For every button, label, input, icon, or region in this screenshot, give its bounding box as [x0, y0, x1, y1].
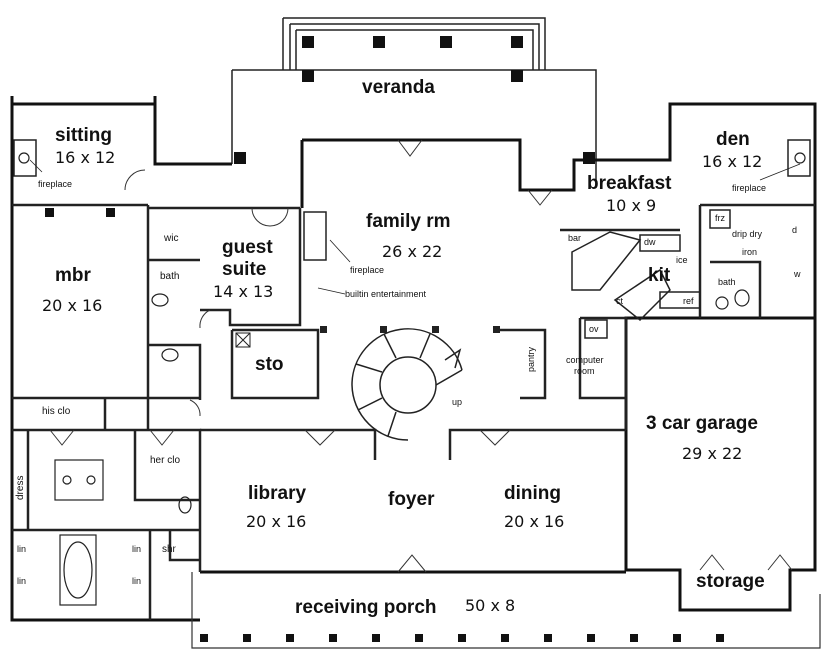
guest-bath-label: bath [160, 271, 180, 282]
library-label: library [248, 483, 307, 504]
sitting-size: 16 x 12 [55, 148, 116, 167]
den-size: 16 x 12 [702, 152, 763, 171]
foyer-label: foyer [388, 489, 435, 510]
dining-label: dining [504, 483, 561, 504]
guest-suite-label-2: suite [222, 259, 267, 280]
iron-label: iron [742, 247, 758, 257]
guest-suite-size: 14 x 13 [213, 282, 274, 301]
veranda-columns [234, 36, 595, 164]
d-label: d [792, 225, 798, 235]
pantry-label: pantry [526, 346, 536, 372]
library-size: 20 x 16 [246, 512, 307, 531]
lin-label-3: lin [132, 544, 142, 554]
lin-label-2: lin [17, 576, 27, 586]
ov-label: ov [589, 324, 599, 334]
ice-label: ice [676, 255, 688, 265]
porch-label: receiving porch [295, 597, 437, 618]
breakfast-label: breakfast [587, 173, 672, 194]
computer-room-label-1: computer [566, 355, 604, 365]
his-clo-label: his clo [42, 406, 71, 417]
exterior-walls [10, 96, 817, 622]
kitchen-fixtures [571, 209, 731, 339]
interior-columns [320, 326, 500, 333]
garage-label: 3 car garage [646, 413, 758, 434]
shr-label: shr [162, 544, 176, 555]
computer-room-label-2: room [574, 366, 595, 376]
her-clo-label: her clo [150, 455, 181, 466]
mbr-columns [45, 208, 115, 217]
lin-label-1: lin [17, 544, 27, 554]
dw-label: dw [644, 237, 656, 247]
ct-label: ct [616, 296, 624, 306]
family-rm-label: family rm [366, 211, 451, 232]
sitting-label: sitting [55, 125, 112, 146]
bar-label: bar [568, 233, 582, 243]
ref-label: ref [683, 296, 694, 306]
w-label: w [794, 269, 801, 279]
bath-fixtures [18, 152, 806, 606]
mbr-label: mbr [55, 265, 91, 286]
fireplaces [13, 139, 811, 261]
mbr-size: 20 x 16 [42, 296, 103, 315]
guest-suite-label-1: guest [222, 237, 273, 258]
lin-label-4: lin [132, 576, 142, 586]
spiral-stair [351, 328, 463, 441]
storage-label: storage [696, 571, 765, 592]
den-label: den [716, 129, 750, 150]
sto-box [235, 332, 251, 348]
interior-walls [12, 203, 815, 620]
garage-size: 29 x 22 [682, 444, 743, 463]
porch-size: 50 x 8 [465, 596, 516, 615]
breakfast-size: 10 x 9 [606, 196, 657, 215]
family-fireplace-label: fireplace [350, 265, 385, 275]
kit-bath-label: bath [718, 277, 736, 287]
den-fireplace-label: fireplace [732, 183, 767, 193]
sitting-fireplace-label: fireplace [38, 179, 73, 189]
family-rm-size: 26 x 22 [382, 242, 443, 261]
porch [191, 572, 821, 649]
door-swings [49, 139, 793, 573]
frz-label: frz [715, 213, 725, 223]
drip-dry-label: drip dry [732, 229, 763, 239]
wic-label: wic [164, 233, 179, 244]
veranda-roof-outline [231, 17, 597, 186]
sto-label: sto [255, 354, 284, 375]
dress-label: dress [15, 475, 26, 500]
stair-up-label: up [452, 397, 463, 407]
veranda-label: veranda [362, 77, 435, 98]
kit-label: kit [648, 265, 671, 286]
leader-lines [29, 159, 801, 295]
dining-size: 20 x 16 [504, 512, 565, 531]
builtin-entertainment-label: builtin entertainment [345, 289, 427, 299]
